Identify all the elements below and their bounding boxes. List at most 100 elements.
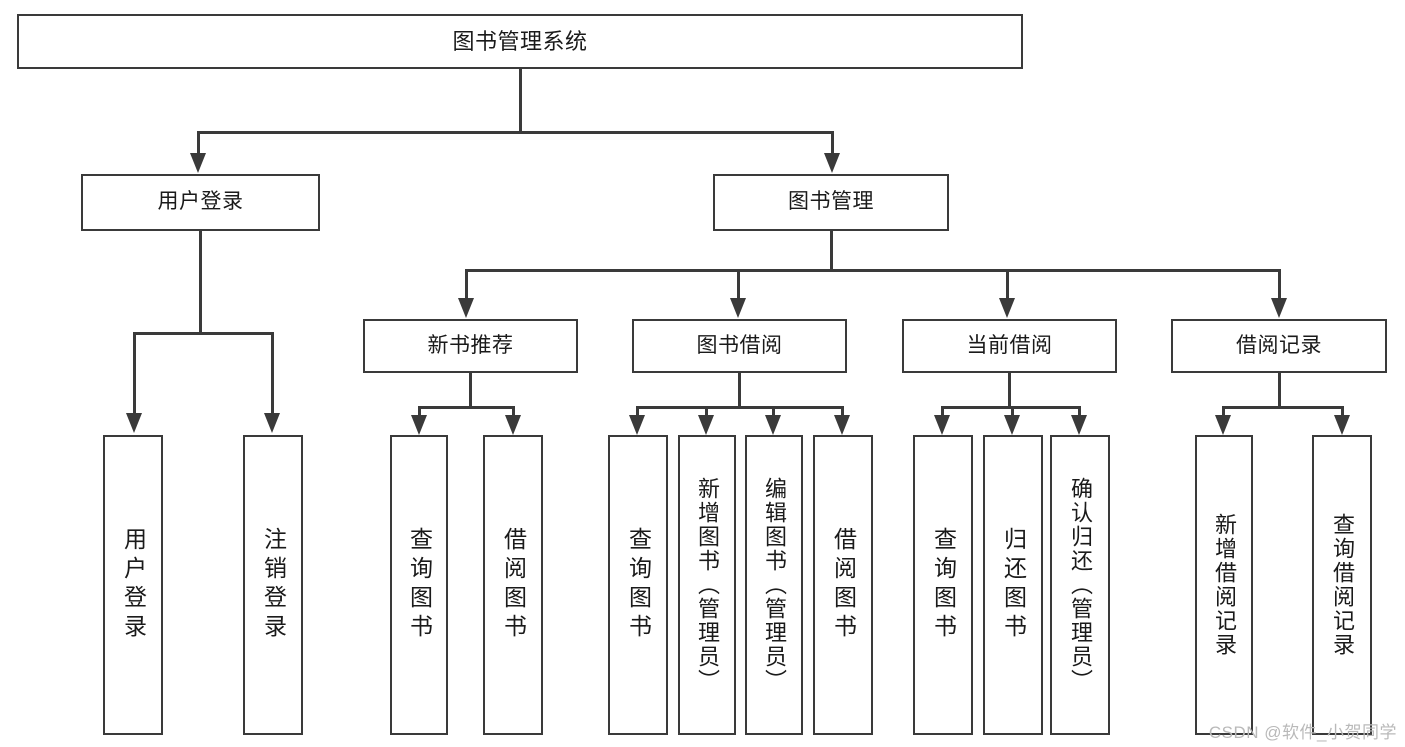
arrow-login-to-leaf1 bbox=[126, 413, 142, 433]
arrow-current-to-leaf3 bbox=[1071, 415, 1087, 435]
connector-root-stem bbox=[519, 69, 522, 133]
arrow-bookmgr-to-record bbox=[1271, 298, 1287, 318]
node-user-login[interactable]: 用户登录 bbox=[81, 174, 320, 231]
arrow-current-to-leaf2 bbox=[1004, 415, 1020, 435]
leaf-user-login[interactable]: 用户登录 bbox=[103, 435, 163, 735]
leaf-inner: 归还图书 bbox=[1000, 437, 1027, 733]
leaf-label: 查询图书 bbox=[930, 527, 957, 643]
connector-current-to-leaf3 bbox=[1078, 406, 1081, 418]
leaf-inner: 编辑图书（管理员） bbox=[762, 437, 787, 733]
arrow-record-to-leaf2 bbox=[1334, 415, 1350, 435]
leaf-record-query-borrow-record[interactable]: 查询借阅记录 bbox=[1312, 435, 1372, 735]
leaf-label: 查询图书 bbox=[625, 527, 652, 643]
leaf-label: 确认归还（管理员） bbox=[1068, 477, 1093, 693]
leaf-borrow-borrow-book[interactable]: 借阅图书 bbox=[813, 435, 873, 735]
arrow-bookmgr-to-current bbox=[999, 298, 1015, 318]
leaf-inner: 借阅图书 bbox=[830, 437, 857, 733]
connector-record-to-leaf2 bbox=[1341, 406, 1344, 418]
arrow-login-to-leaf2 bbox=[264, 413, 280, 433]
connector-recommend-to-leaf2 bbox=[512, 406, 515, 418]
connector-bookmgr-to-borrow bbox=[737, 269, 740, 300]
node-label: 图书借阅 bbox=[696, 333, 783, 357]
connector-bookmgr-to-recommend bbox=[465, 269, 468, 300]
connector-current-bar bbox=[941, 406, 1079, 409]
leaf-inner: 新增借阅记录 bbox=[1212, 437, 1237, 733]
node-label: 新书推荐 bbox=[427, 333, 514, 357]
leaf-inner: 查询图书 bbox=[406, 437, 433, 733]
arrow-root-to-login bbox=[190, 153, 206, 173]
leaf-current-query-book[interactable]: 查询图书 bbox=[913, 435, 973, 735]
connector-record-to-leaf1 bbox=[1222, 406, 1225, 418]
connector-borrow-to-leaf1 bbox=[636, 406, 639, 418]
node-label: 图书管理 bbox=[788, 190, 874, 214]
leaf-user-logout[interactable]: 注销登录 bbox=[243, 435, 303, 735]
leaf-label: 查询借阅记录 bbox=[1330, 513, 1355, 657]
leaf-inner: 借阅图书 bbox=[500, 437, 527, 733]
leaf-label: 借阅图书 bbox=[500, 527, 527, 643]
leaf-inner: 用户登录 bbox=[121, 437, 147, 733]
node-label: 当前借阅 bbox=[966, 333, 1053, 357]
arrow-borrow-to-leaf4 bbox=[834, 415, 850, 435]
leaf-inner: 查询图书 bbox=[930, 437, 957, 733]
leaf-label: 注销登录 bbox=[260, 527, 287, 643]
connector-recommend-to-leaf1 bbox=[418, 406, 421, 418]
leaf-label: 归还图书 bbox=[1000, 527, 1027, 643]
connector-recommend-stem bbox=[469, 373, 472, 408]
arrow-root-to-bookmgr bbox=[824, 153, 840, 173]
connector-record-stem bbox=[1278, 373, 1281, 408]
leaf-label: 新增借阅记录 bbox=[1212, 513, 1237, 657]
arrow-borrow-to-leaf2 bbox=[698, 415, 714, 435]
leaf-label: 新增图书（管理员） bbox=[695, 477, 720, 693]
leaf-current-confirm-return-admin[interactable]: 确认归还（管理员） bbox=[1050, 435, 1110, 735]
connector-root-to-bookmgr bbox=[831, 131, 834, 155]
arrow-recommend-to-leaf1 bbox=[411, 415, 427, 435]
node-label: 用户登录 bbox=[157, 190, 244, 214]
leaf-label: 查询图书 bbox=[406, 527, 433, 643]
connector-bookmgr-to-current bbox=[1006, 269, 1009, 300]
leaf-borrow-edit-book-admin[interactable]: 编辑图书（管理员） bbox=[745, 435, 803, 735]
connector-login-to-leaf2 bbox=[271, 332, 274, 415]
leaf-borrow-add-book-admin[interactable]: 新增图书（管理员） bbox=[678, 435, 736, 735]
node-book-borrow[interactable]: 图书借阅 bbox=[632, 319, 847, 373]
node-label: 借阅记录 bbox=[1236, 333, 1322, 357]
node-label: 图书管理系统 bbox=[452, 28, 588, 54]
connector-current-stem bbox=[1008, 373, 1011, 408]
leaf-label: 借阅图书 bbox=[830, 527, 857, 643]
leaf-borrow-query-book[interactable]: 查询图书 bbox=[608, 435, 668, 735]
node-new-book-recommend[interactable]: 新书推荐 bbox=[363, 319, 578, 373]
node-book-management[interactable]: 图书管理 bbox=[713, 174, 949, 231]
arrow-recommend-to-leaf2 bbox=[505, 415, 521, 435]
leaf-inner: 新增图书（管理员） bbox=[695, 437, 720, 733]
leaf-record-add-borrow-record[interactable]: 新增借阅记录 bbox=[1195, 435, 1253, 735]
leaf-label: 编辑图书（管理员） bbox=[762, 477, 787, 693]
arrow-borrow-to-leaf1 bbox=[629, 415, 645, 435]
connector-bookmgr-bar bbox=[465, 269, 1281, 272]
leaf-inner: 注销登录 bbox=[260, 437, 287, 733]
connector-borrow-to-leaf2 bbox=[705, 406, 708, 418]
arrow-borrow-to-leaf3 bbox=[765, 415, 781, 435]
connector-root-to-login bbox=[197, 131, 200, 155]
connector-root-bar bbox=[197, 131, 834, 134]
arrow-record-to-leaf1 bbox=[1215, 415, 1231, 435]
connector-current-to-leaf1 bbox=[941, 406, 944, 418]
connector-bookmgr-stem bbox=[830, 231, 833, 272]
connector-borrow-to-leaf3 bbox=[772, 406, 775, 418]
leaf-current-return-book[interactable]: 归还图书 bbox=[983, 435, 1043, 735]
leaf-recommend-query-book[interactable]: 查询图书 bbox=[390, 435, 448, 735]
connector-borrow-stem bbox=[738, 373, 741, 408]
arrow-bookmgr-to-borrow bbox=[730, 298, 746, 318]
node-borrow-record[interactable]: 借阅记录 bbox=[1171, 319, 1387, 373]
arrow-bookmgr-to-recommend bbox=[458, 298, 474, 318]
csdn-watermark: CSDN @软件_小贺同学 bbox=[1208, 723, 1397, 742]
connector-recommend-bar bbox=[418, 406, 513, 409]
leaf-inner: 查询图书 bbox=[625, 437, 652, 733]
leaf-inner: 查询借阅记录 bbox=[1330, 437, 1355, 733]
leaf-inner: 确认归还（管理员） bbox=[1068, 437, 1093, 733]
connector-login-to-leaf1 bbox=[133, 332, 136, 415]
arrow-current-to-leaf1 bbox=[934, 415, 950, 435]
node-current-borrow[interactable]: 当前借阅 bbox=[902, 319, 1117, 373]
leaf-recommend-borrow-book[interactable]: 借阅图书 bbox=[483, 435, 543, 735]
node-book-management-system[interactable]: 图书管理系统 bbox=[17, 14, 1023, 69]
connector-current-to-leaf2 bbox=[1011, 406, 1014, 418]
